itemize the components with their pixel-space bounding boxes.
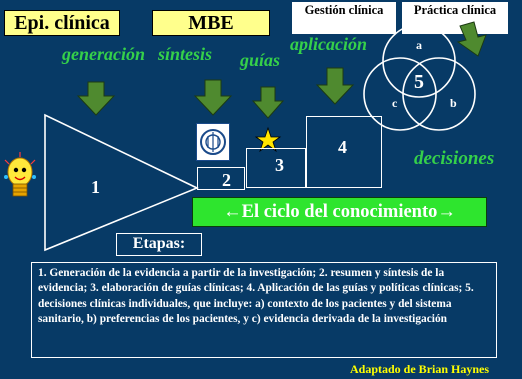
practica-clinica-label: Práctica clínica: [402, 2, 508, 34]
venn-circle-b: [402, 57, 476, 131]
down-arrow-icon: [456, 21, 487, 57]
lightbulb-icon: [4, 152, 36, 197]
stage-3-number: 3: [275, 155, 284, 175]
venn-label-b: b: [450, 96, 457, 110]
stage-1-number: 1: [91, 177, 100, 197]
venn-circle-c: [363, 57, 437, 131]
stage-5-number: 5: [414, 71, 424, 93]
stages-description: 1. Generación de la evidencia a partir d…: [31, 262, 497, 358]
venn-label-c: c: [392, 96, 398, 110]
generation-triangle: [44, 113, 199, 252]
down-arrow-icon: [251, 86, 285, 119]
stage-4-box: [306, 116, 382, 188]
guias-label: guías: [240, 50, 281, 70]
down-arrow-icon: [315, 67, 355, 105]
decisiones-label: decisiones: [414, 148, 495, 169]
sintesis-label: síntesis: [158, 44, 213, 64]
down-arrow-icon: [76, 81, 116, 116]
stage-2-box: [197, 167, 245, 190]
knowledge-cycle-banner: ←El ciclo del conocimiento→: [192, 197, 487, 227]
generacion-label: generación: [62, 44, 145, 64]
star-icon: [254, 126, 282, 153]
cochrane-logo-icon: [196, 123, 230, 161]
aplicacion-label: aplicación: [290, 34, 367, 54]
etapas-label: Etapas:: [116, 233, 202, 256]
stage-2-number: 2: [222, 170, 231, 190]
stage-4-number: 4: [338, 137, 347, 157]
stage-3-box: [246, 148, 306, 188]
mbe-label: MBE: [152, 10, 270, 36]
gestion-clinica-label: Gestión clínica: [292, 2, 396, 34]
venn-label-a: a: [416, 38, 422, 52]
epi-clinica-label: Epi. clínica: [4, 10, 120, 36]
credit-label: Adaptado de Brian Haynes: [350, 362, 490, 376]
down-arrow-icon: [193, 79, 233, 116]
